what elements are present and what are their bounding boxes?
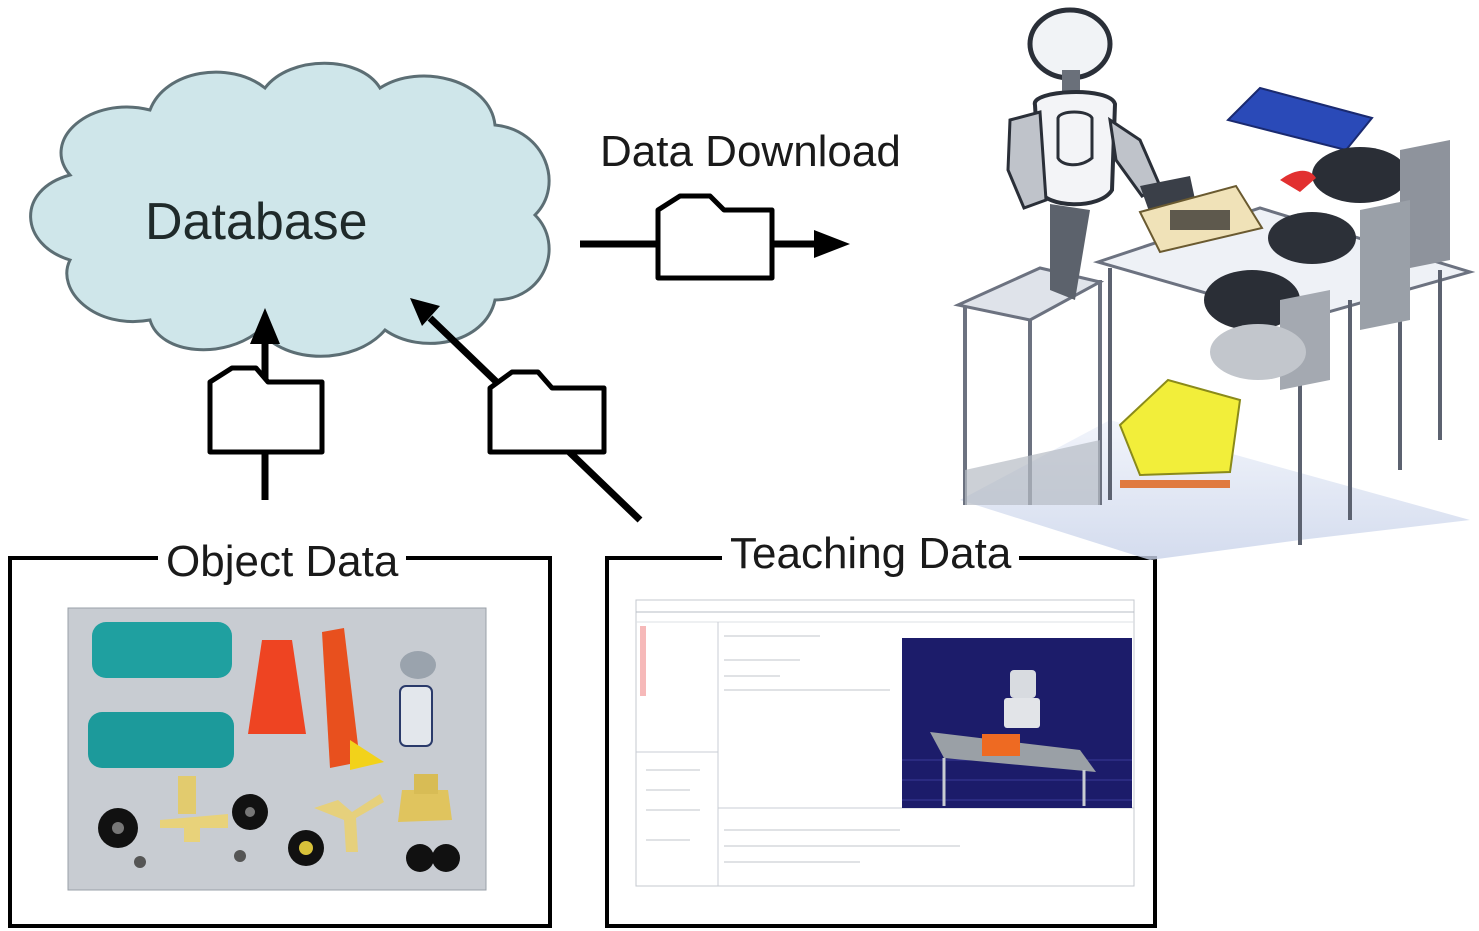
object-data-label: Object Data [158,540,407,584]
download-folder-icon [655,193,775,281]
database-label: Database [145,193,368,251]
teaching-upload-folder-icon [487,369,607,455]
database-cloud [29,61,551,358]
object-upload-folder-icon [207,365,325,455]
object-parts-photo [67,607,487,891]
teaching-software-screenshot [635,599,1135,887]
teaching-data-label: Teaching Data [722,532,1020,576]
data-download-label: Data Download [600,127,901,176]
robot-workcell-illustration [953,7,1476,560]
